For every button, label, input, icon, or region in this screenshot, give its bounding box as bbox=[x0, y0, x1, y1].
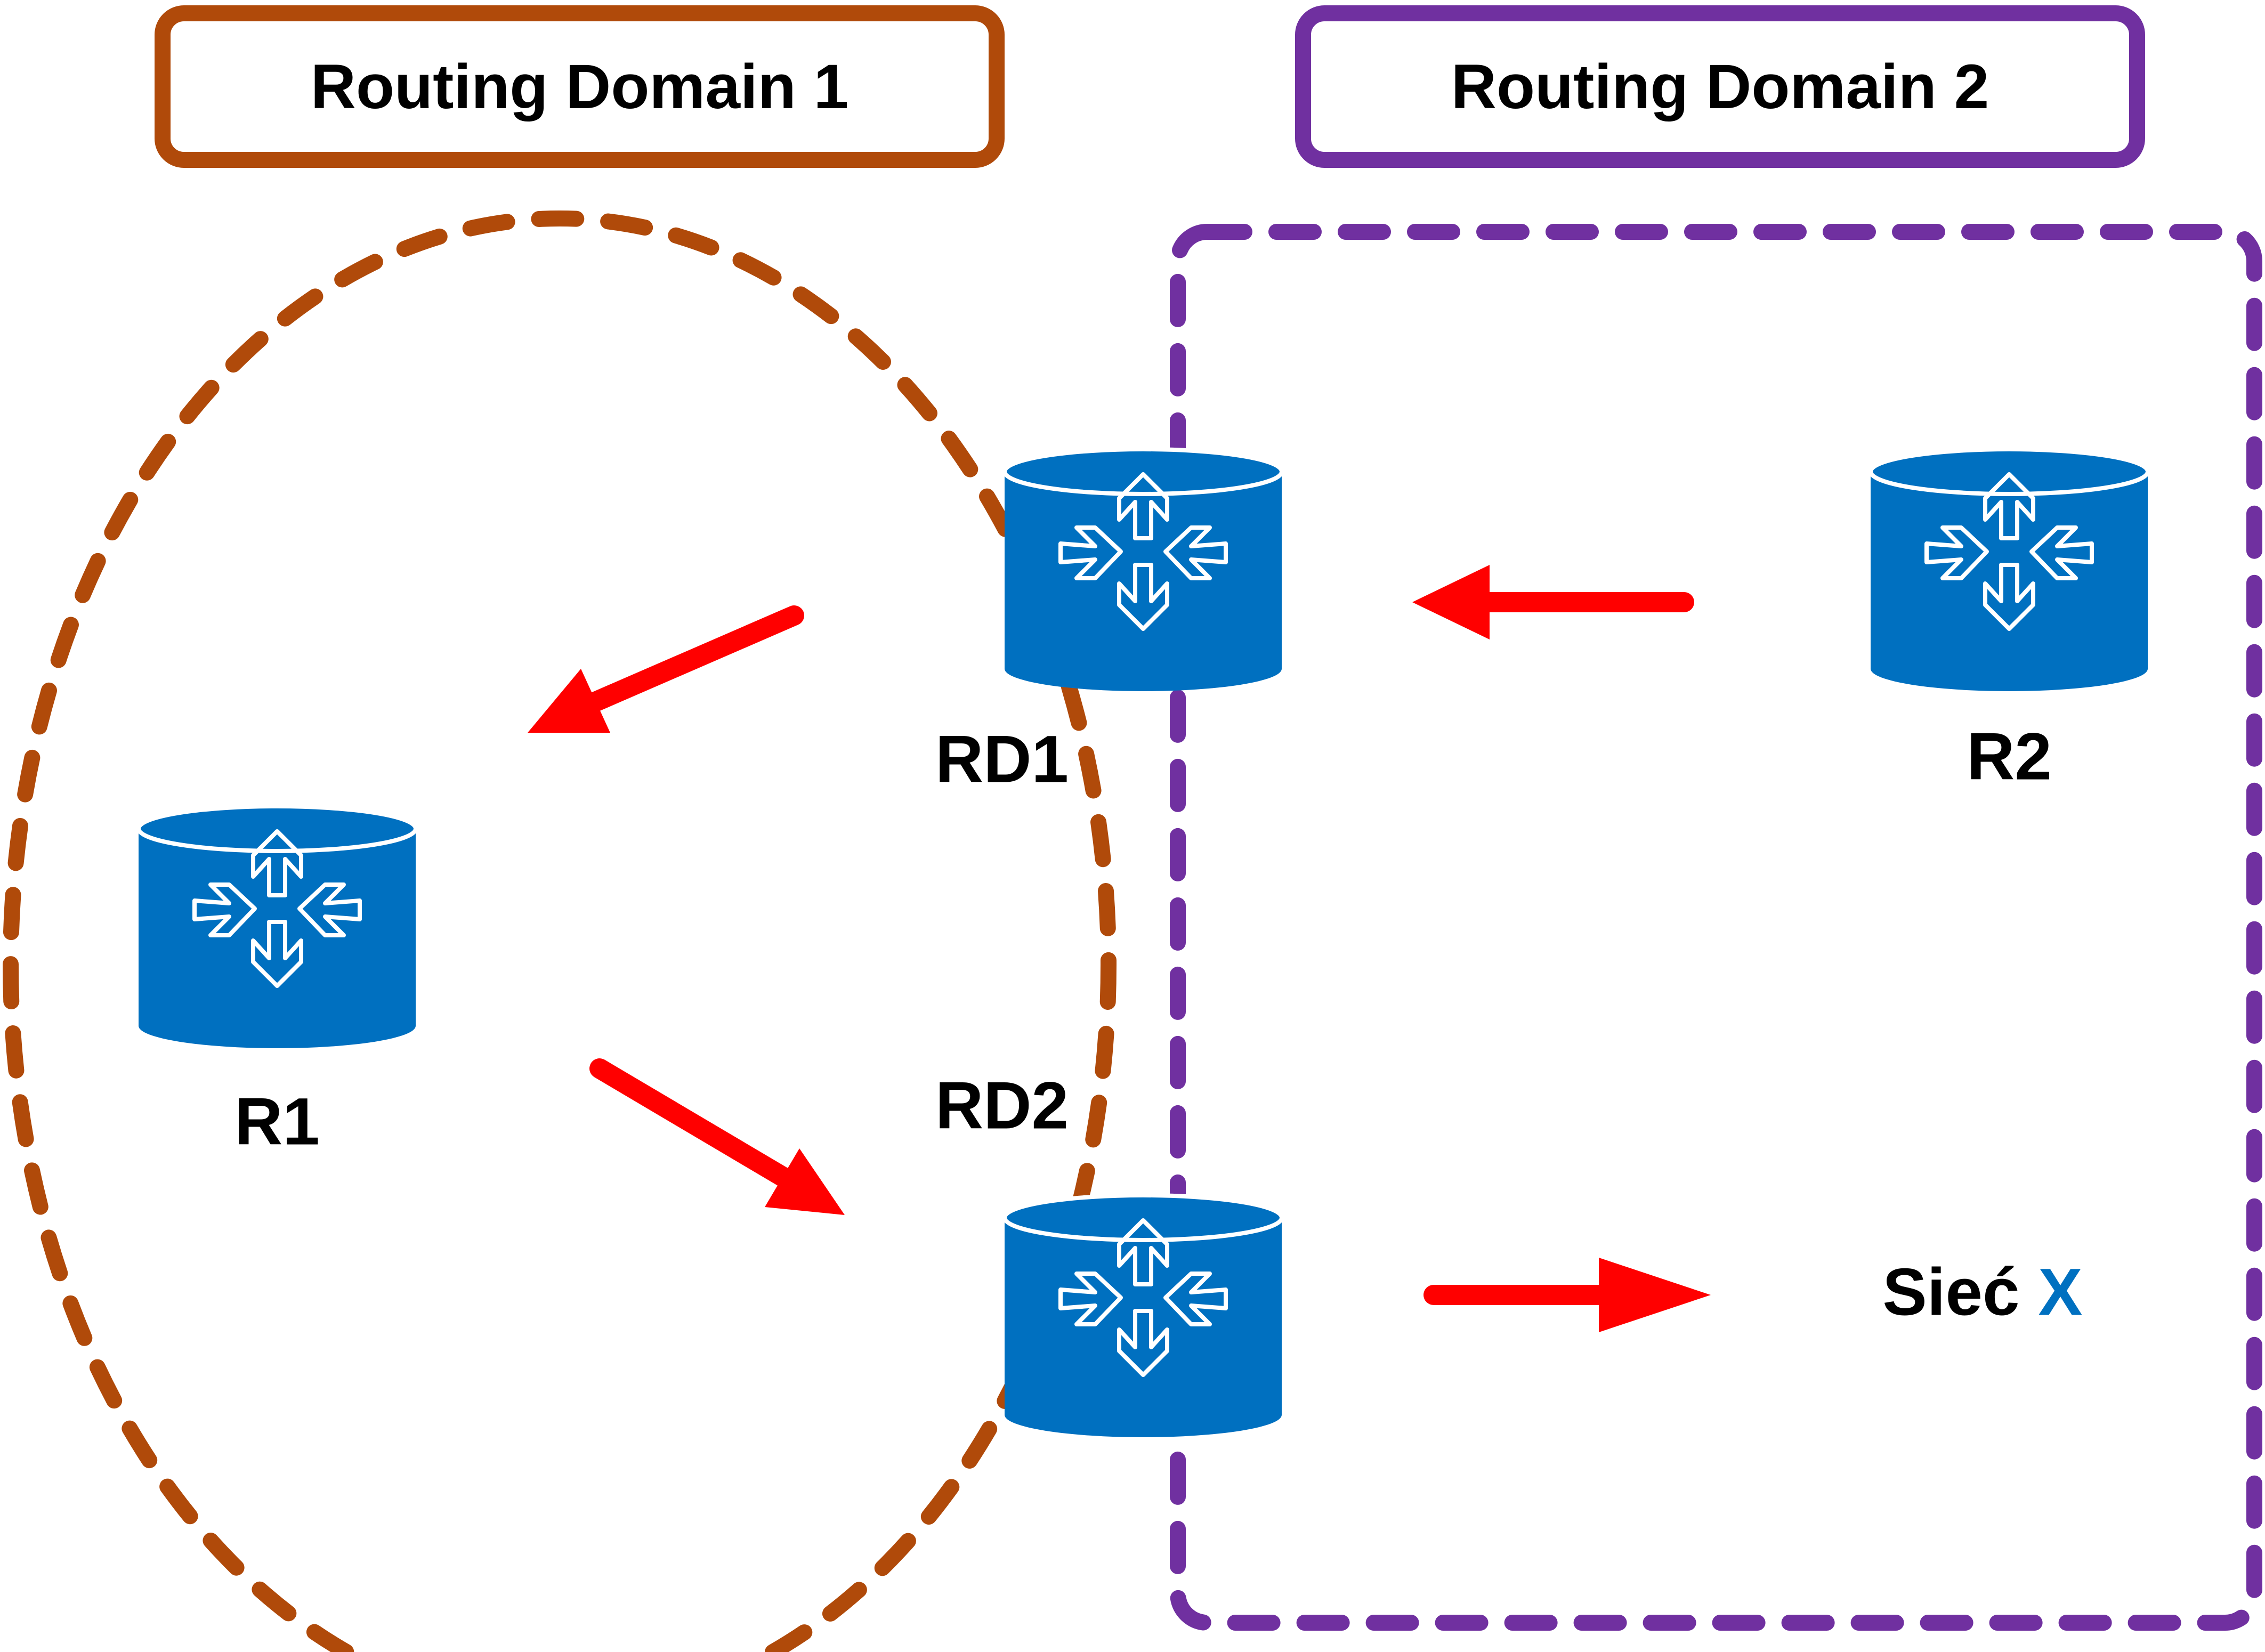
routing-domain-2-boundary bbox=[1170, 224, 2262, 1631]
arrows bbox=[528, 565, 1711, 1332]
routing-domain-1-boundary bbox=[3, 210, 1117, 1652]
router-label-r1: R1 bbox=[234, 1084, 320, 1159]
router-r1-icon[interactable] bbox=[139, 806, 416, 1048]
routing-domain-2-label: Routing Domain 2 bbox=[1451, 51, 1989, 122]
network-prefix: Sieć bbox=[1882, 1255, 2020, 1330]
arrowhead-r2-to-rd1 bbox=[1412, 565, 1490, 639]
routing-domain-1-label: Routing Domain 1 bbox=[310, 51, 849, 122]
routing-domain-1-title: Routing Domain 1 bbox=[155, 5, 1005, 168]
arrow-r1-to-rd2 bbox=[589, 1058, 799, 1191]
router-rd1-icon[interactable] bbox=[1005, 449, 1282, 691]
routing-domain-2-title: Routing Domain 2 bbox=[1295, 5, 2145, 168]
router-label-r2: R2 bbox=[1967, 719, 2052, 794]
network-x-label: Sieć X bbox=[1882, 1254, 2082, 1331]
arrowhead-rd2-to-network bbox=[1599, 1258, 1711, 1332]
router-label-rd1: RD1 bbox=[935, 722, 1069, 797]
router-label-rd2: RD2 bbox=[935, 1068, 1069, 1143]
arrow-rd1-to-r1 bbox=[581, 605, 804, 714]
router-r2-icon[interactable] bbox=[1871, 449, 2148, 691]
arrowhead-r1-to-rd2 bbox=[765, 1148, 845, 1215]
router-rd2-icon[interactable] bbox=[1005, 1195, 1282, 1437]
arrowhead-rd1-to-r1 bbox=[528, 669, 610, 733]
network-name: X bbox=[2038, 1255, 2083, 1330]
